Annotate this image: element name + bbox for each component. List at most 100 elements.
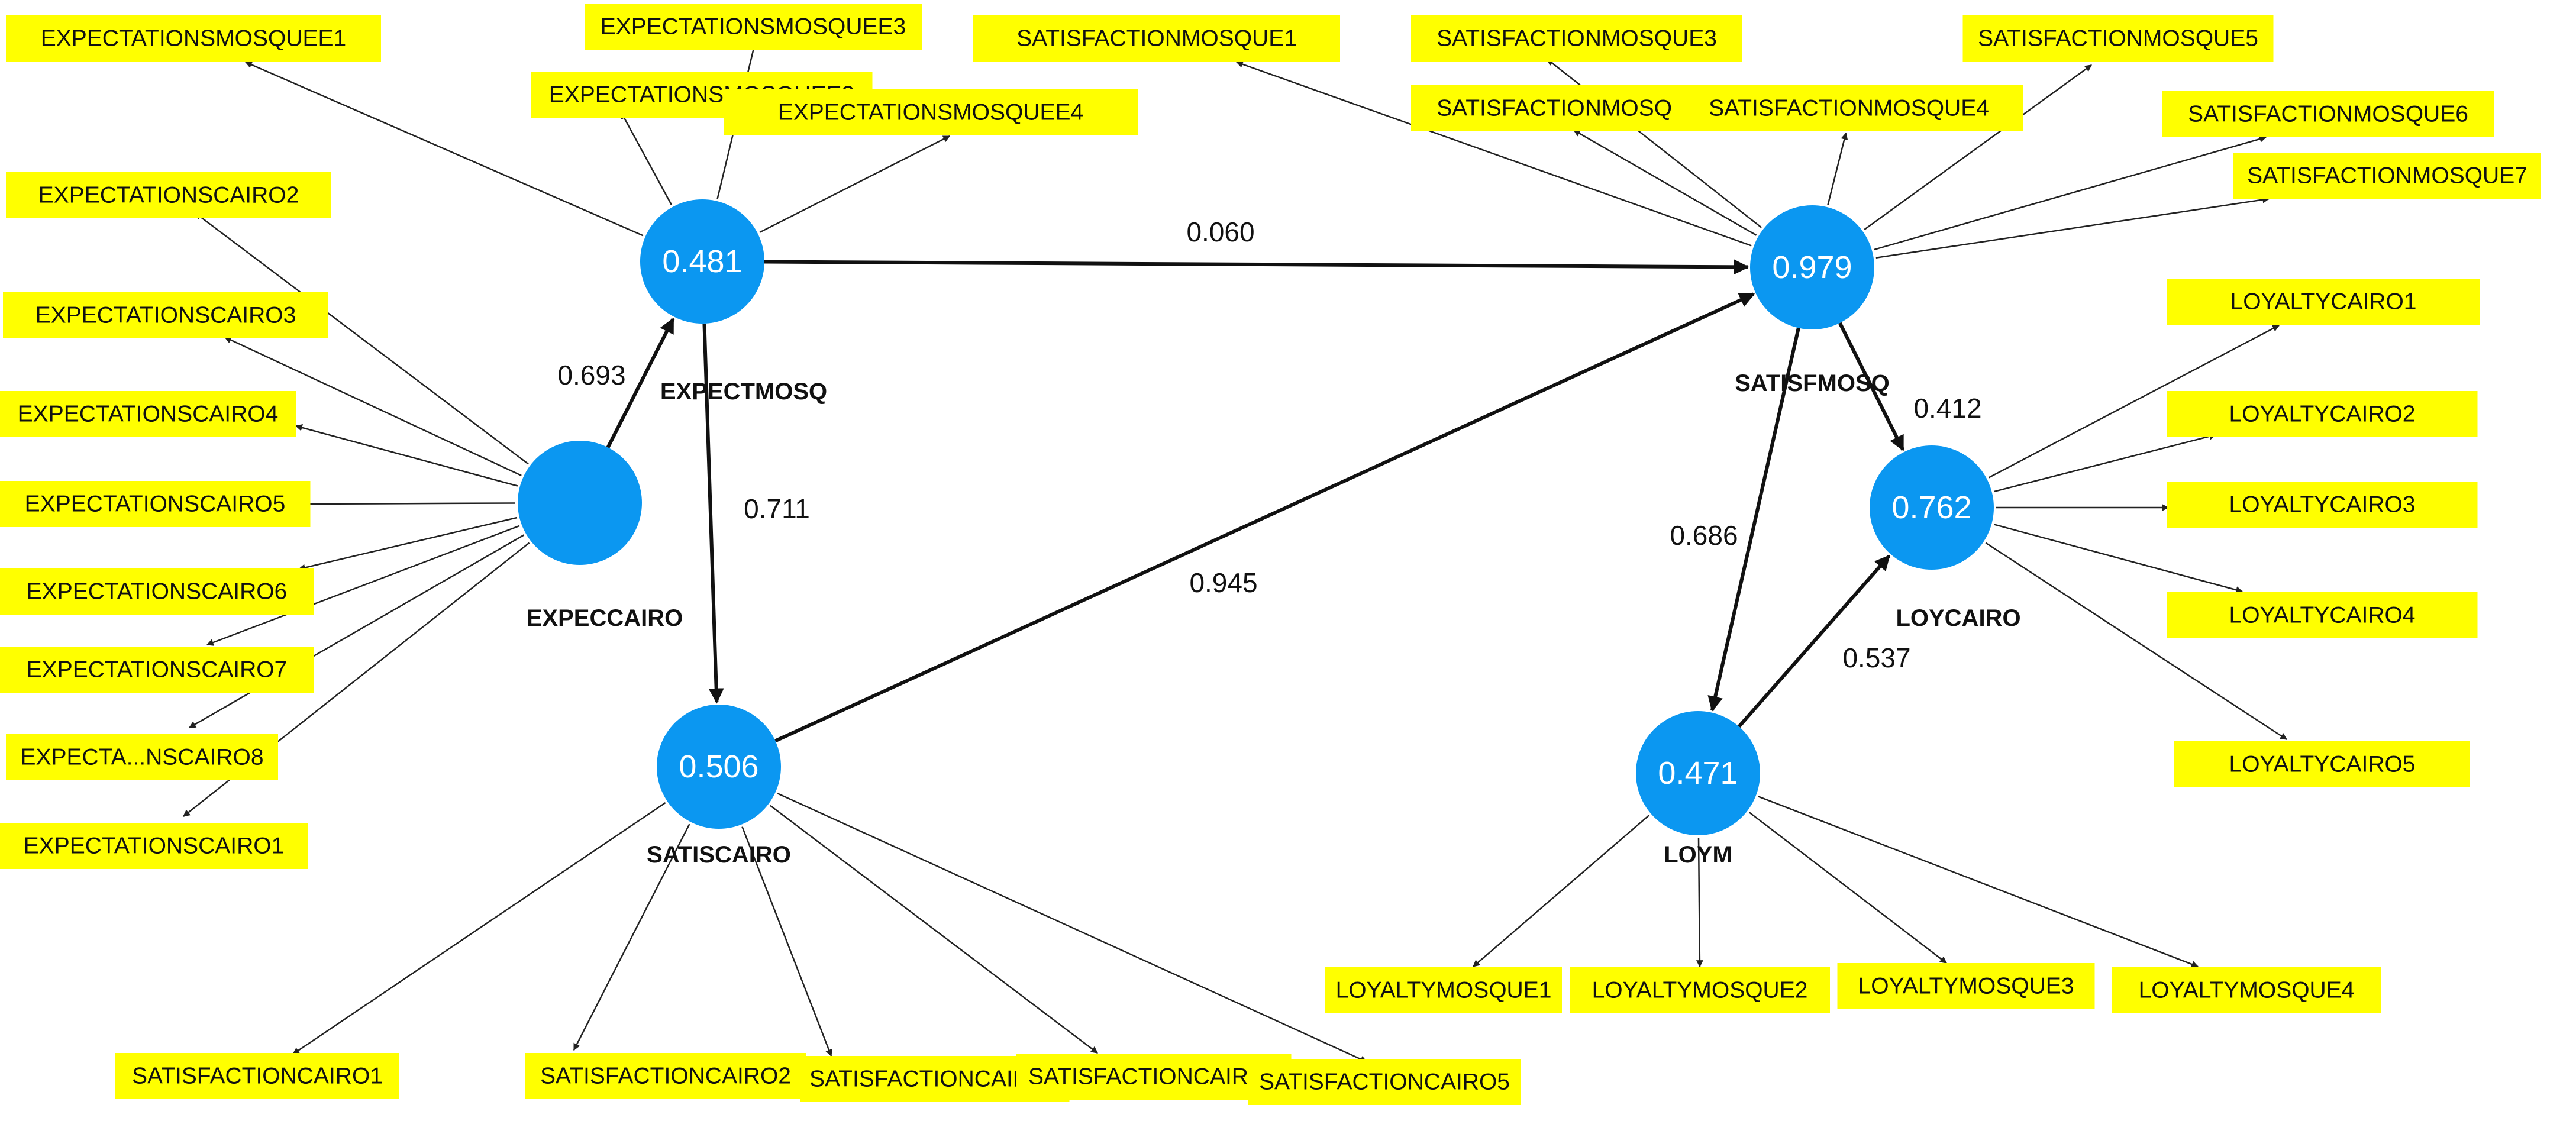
indicator-label: EXPECTATIONSCAIRO2 [38, 183, 299, 208]
construct-r-squared: 0.506 [679, 749, 758, 784]
indicator-arrow [1985, 542, 2288, 741]
construct-r-squared: 0.979 [1772, 250, 1852, 285]
indicator-box-fill [0, 568, 314, 615]
indicator-box: EXPECTATIONSCAIRO2 [6, 172, 331, 218]
indicator-label: EXPECTATIONSCAIRO1 [24, 834, 285, 859]
indicator-label: SATISFACTIONMOSQUE7 [2247, 163, 2527, 189]
indicator-arrow [1864, 64, 2092, 231]
construct-node: EXPECCAIRO [518, 441, 683, 631]
indicator-box-fill [0, 647, 314, 693]
indicator-box: SATISFACTIONCAIRO2 [525, 1053, 806, 1099]
construct-circle [640, 199, 764, 324]
indicator-arrow [741, 826, 832, 1057]
indicator-arrow [1696, 837, 1703, 968]
indicator-label: SATISFACTIONCAIRO4 [1028, 1064, 1279, 1090]
path-coefficient: 0.711 [744, 493, 810, 524]
indicator-box-fill [525, 1053, 806, 1099]
indicator-arrow [1875, 196, 2270, 259]
indicator-box: SATISFACTIONCAIRO1 [115, 1053, 399, 1099]
construct-label: EXPECTMOSQ [660, 379, 827, 405]
indicator-arrow [777, 793, 1368, 1063]
construct-label: LOYCAIRO [1896, 605, 2020, 631]
indicator-arrow [620, 111, 673, 205]
indicator-arrow [244, 61, 644, 237]
indicator-label: EXPECTATIONSCAIRO3 [35, 303, 296, 328]
indicator-box-fill [1962, 15, 2274, 62]
indicator-box-fill [1674, 85, 2023, 131]
indicator-label: LOYALTYCAIRO5 [2229, 752, 2416, 777]
indicator-box: EXPECTATIONSMOSQUEE1 [6, 15, 381, 62]
indicator-label: SATISFACTIONMOSQUE2 [1437, 96, 1717, 121]
indicator-box: EXPECTATIONSCAIRO7 [0, 647, 314, 693]
indicator-box: LOYALTYCAIRO5 [2174, 741, 2470, 787]
indicator-label: SATISFACTIONMOSQUE4 [1709, 96, 1989, 121]
construct-label: LOYM [1664, 842, 1732, 868]
indicator-label: EXPECTATIONSMOSQUEE3 [601, 14, 906, 40]
indicator-arrow [1573, 129, 1757, 236]
indicator-box: EXPECTATIONSCAIRO6 [0, 568, 314, 615]
indicator-arrow [1827, 132, 1848, 205]
path-arrow [1838, 322, 1905, 451]
indicator-label: EXPECTATIONSCAIRO7 [27, 657, 288, 683]
indicator-box-fill [585, 4, 922, 50]
indicator-label: EXPECTATIONSMOSQUEE1 [41, 26, 346, 51]
path-coefficient: 0.693 [557, 360, 625, 390]
indicator-arrow [1993, 524, 2243, 593]
indicator-box: SATISFACTIONMOSQUE3 [1411, 15, 1742, 62]
indicator-box: SATISFACTIONMOSQUE1 [973, 15, 1340, 62]
indicator-box-fill [2174, 741, 2470, 787]
indicator-arrow [292, 802, 666, 1055]
indicator-box: LOYALTYCAIRO4 [2167, 592, 2478, 638]
indicator-box-fill [1016, 1054, 1292, 1100]
indicator-arrow [1473, 815, 1650, 967]
indicator-box-fill [115, 1053, 399, 1099]
indicator-arrow [224, 336, 522, 477]
indicator-box-fill [1248, 1059, 1521, 1105]
path-coefficient: 0.945 [1189, 567, 1257, 598]
indicator-box-fill [973, 15, 1340, 62]
path-arrow [1738, 554, 1891, 728]
construct-circle [1636, 711, 1760, 835]
indicator-box: LOYALTYCAIRO3 [2167, 482, 2478, 528]
indicator-label: SATISFACTIONMOSQUE5 [1978, 26, 2258, 51]
indicator-label: EXPECTATIONSCAIRO4 [18, 402, 279, 427]
indicator-box: SATISFACTIONCAIRO5 [1248, 1059, 1521, 1105]
indicator-box: EXPECTATIONSMOSQUEE3 [585, 4, 922, 50]
path-arrow [702, 323, 724, 704]
indicator-label: LOYALTYMOSQUE3 [1858, 974, 2074, 999]
construct-circle [657, 705, 781, 829]
construct-r-squared: 0.481 [662, 244, 742, 279]
indicator-arrow [206, 525, 520, 646]
indicator-label: SATISFACTIONMOSQUE1 [1016, 26, 1297, 51]
indicator-box-fill [6, 172, 331, 218]
indicator-box: LOYALTYMOSQUE3 [1837, 963, 2095, 1009]
construct-circle [518, 441, 642, 565]
indicator-label: LOYALTYCAIRO4 [2229, 603, 2416, 628]
indicator-label: EXPECTATIONSMOSQUEE4 [778, 100, 1083, 125]
path-arrow [774, 292, 1755, 743]
indicator-box: EXPECTATIONSCAIRO1 [0, 823, 308, 869]
path-arrow [1707, 327, 1800, 712]
indicator-box: LOYALTYMOSQUE4 [2112, 967, 2381, 1013]
indicator-box-fill [0, 391, 296, 437]
indicator-box: SATISFACTIONCAIRO4 [1016, 1054, 1292, 1100]
indicator-box-fill [6, 15, 381, 62]
indicator-arrow [1874, 135, 2267, 251]
indicator-box-fill [2167, 592, 2478, 638]
indicator-arrow [1758, 796, 2199, 968]
indicator-label: SATISFACTIONMOSQUE3 [1437, 26, 1717, 51]
construct-label: EXPECCAIRO [527, 605, 683, 631]
indicator-arrow [1748, 812, 1947, 964]
indicator-label: SATISFACTIONCAIRO1 [132, 1064, 383, 1089]
indicator-arrow [298, 500, 516, 508]
path-coefficient: 0.412 [1913, 393, 1981, 424]
indicators-layer: EXPECTATIONSMOSQUEE1EXPECTATIONSMOSQUEE2… [0, 4, 2541, 1105]
indicator-box: SATISFACTIONMOSQUE7 [2233, 153, 2541, 199]
indicator-arrow [1994, 432, 2217, 493]
indicator-box: LOYALTYCAIRO1 [2167, 279, 2480, 325]
indicator-label: LOYALTYCAIRO1 [2230, 289, 2417, 315]
